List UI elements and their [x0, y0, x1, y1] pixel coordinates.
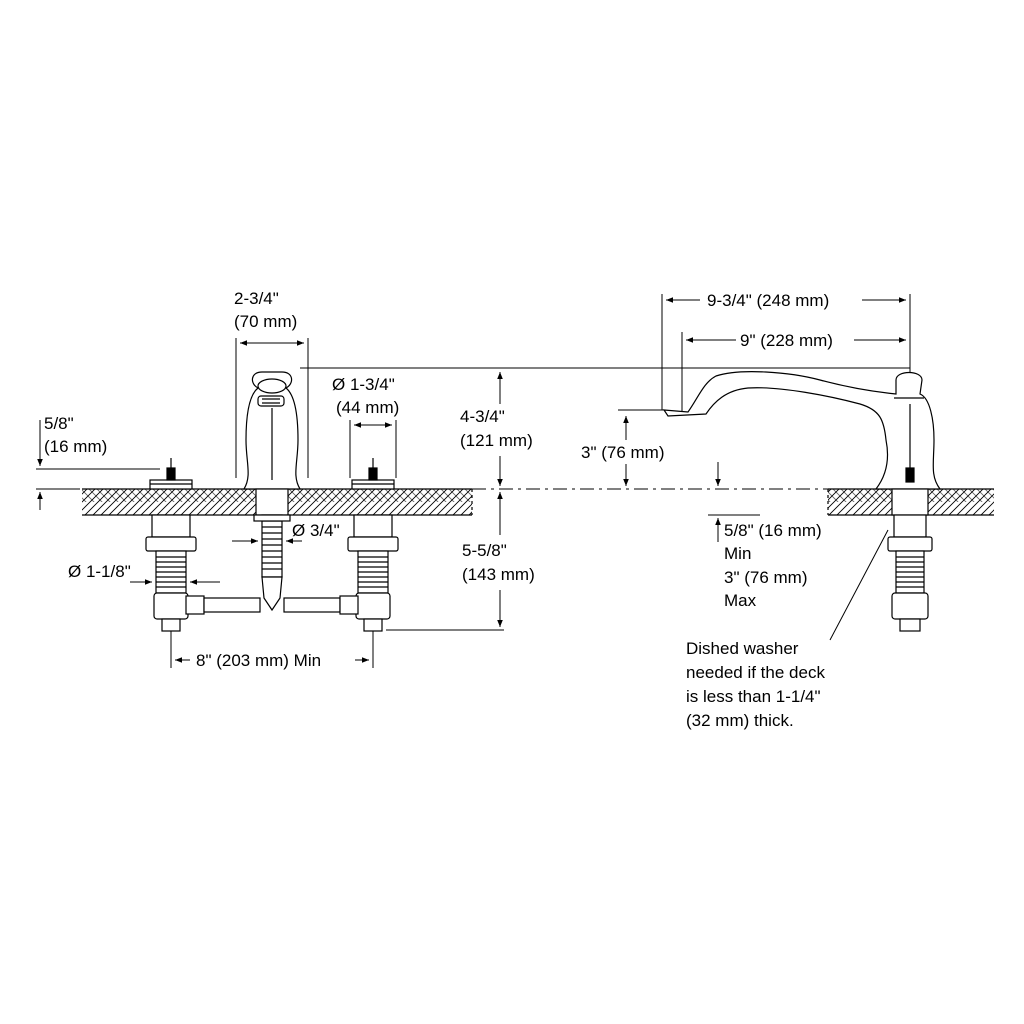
- label-above-deck-inch: 5/8": [44, 414, 74, 433]
- dim-handle-above-deck: [36, 420, 160, 510]
- label-deck-min: 5/8" (16 mm): [724, 521, 822, 540]
- washer-note-line-4: (32 mm) thick.: [686, 711, 794, 730]
- dim-spout-width: [235, 338, 309, 478]
- label-centers: 8" (203 mm) Min: [196, 651, 322, 670]
- label-spout-height-mm: (121 mm): [460, 431, 533, 450]
- dim-outlet-height: [618, 409, 664, 486]
- label-spout-height-inch: 4-3/4": [460, 407, 505, 426]
- left-handle: [149, 458, 193, 490]
- label-spout-width-inch: 2-3/4": [234, 289, 279, 308]
- label-deck-min-word: Min: [724, 544, 752, 563]
- side-view: [618, 294, 994, 641]
- washer-note-line-1: Dished washer: [686, 639, 799, 658]
- label-handle-base-inch: Ø 1-3/4": [332, 375, 395, 394]
- label-overall-length: 9-3/4" (248 mm): [707, 291, 830, 310]
- label-handle-base-mm: (44 mm): [336, 398, 400, 417]
- dim-centers: [170, 631, 374, 668]
- label-spout-width-mm: (70 mm): [234, 312, 298, 331]
- washer-note-line-3: is less than 1-1/4": [686, 687, 821, 706]
- left-valve-body: [145, 514, 197, 632]
- label-below-deck-inch: 5-5/8": [462, 541, 507, 560]
- label-below-deck-mm: (143 mm): [462, 565, 535, 584]
- label-above-deck-mm: (16 mm): [44, 437, 108, 456]
- spout-side: [662, 371, 942, 632]
- right-handle: [351, 458, 395, 490]
- washer-note-line-2: needed if the deck: [686, 663, 825, 682]
- label-deck-max-word: Max: [724, 591, 757, 610]
- supply-tubes: [185, 595, 359, 615]
- label-shank: Ø 1-1/8": [68, 562, 131, 581]
- label-deck-max: 3" (76 mm): [724, 568, 808, 587]
- dim-spout-reach: [681, 332, 906, 412]
- dim-handle-base: [349, 420, 397, 478]
- label-outlet-height: 3" (76 mm): [581, 443, 665, 462]
- front-view: [36, 338, 910, 668]
- dim-overall-length: [661, 294, 911, 410]
- label-spout-reach: 9" (228 mm): [740, 331, 833, 350]
- spout-front: [242, 371, 302, 612]
- washer-leader: [829, 529, 889, 641]
- label-supply-inlet: Ø 3/4": [292, 521, 340, 540]
- dim-vertical-main: [300, 367, 910, 631]
- dim-deck-thickness: [708, 462, 760, 542]
